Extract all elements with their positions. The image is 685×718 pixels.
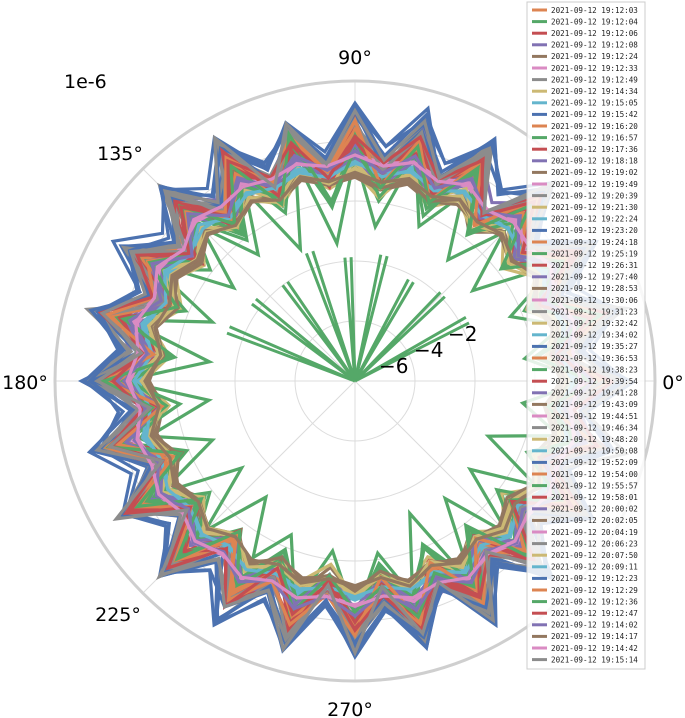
series-line [86,100,636,654]
angle-labels: 90° 135° 180° 225° 270° 0° [2,47,684,718]
legend: 2021-09-12 19:12:03 2021-09-12 19:12:04 20… [526,1,646,670]
legend-label: 2021-09-12 19:27:40 [551,273,638,282]
series-line [125,153,583,608]
legend-label: 2021-09-12 19:14:42 [551,644,638,653]
series-line [143,170,567,590]
angle-tick-90: 90° [338,47,372,69]
legend-label: 2021-09-12 19:26:31 [551,261,638,270]
legend-label: 2021-09-12 19:12:33 [551,64,638,73]
series-line [131,159,576,599]
legend-label: 2021-09-12 19:35:27 [551,342,638,351]
legend-label: 2021-09-12 19:58:01 [551,493,638,502]
legend-label: 2021-09-12 19:34:02 [551,331,638,340]
legend-label: 2021-09-12 19:55:57 [551,481,638,490]
legend-label: 2021-09-12 19:50:08 [551,447,638,456]
legend-label: 2021-09-12 19:46:34 [551,423,638,432]
legend-label: 2021-09-12 19:12:08 [551,41,638,50]
legend-label: 2021-09-12 19:14:17 [551,632,638,641]
legend-label: 2021-09-12 19:19:02 [551,168,638,177]
series-line [147,175,564,588]
legend-label: 2021-09-12 20:02:05 [551,516,638,525]
radial-labels: −6 −4 −2 [379,322,477,378]
legend-label: 2021-09-12 19:12:47 [551,609,638,618]
legend-label: 2021-09-12 19:21:30 [551,203,638,212]
legend-label: 2021-09-12 19:24:18 [551,238,638,247]
angle-tick-135: 135° [97,143,143,165]
legend-label: 2021-09-12 19:16:57 [551,133,638,142]
legend-label: 2021-09-12 20:09:11 [551,563,638,572]
legend-label: 2021-09-12 19:36:53 [551,354,638,363]
angle-tick-180: 180° [2,372,48,394]
series-line [122,148,595,619]
legend-label: 2021-09-12 19:32:42 [551,319,638,328]
series-layer [77,100,636,660]
legend-label: 2021-09-12 19:18:18 [551,157,638,166]
legend-label: 2021-09-12 19:22:24 [551,215,638,224]
radial-tick-neg4: −4 [414,338,443,362]
series-line [97,134,615,634]
legend-label: 2021-09-12 19:19:49 [551,180,638,189]
legend-label: 2021-09-12 19:25:19 [551,249,638,258]
angle-tick-270: 270° [327,699,373,718]
legend-label: 2021-09-12 19:15:42 [551,110,638,119]
legend-label: 2021-09-12 19:38:23 [551,365,638,374]
legend-label: 2021-09-12 19:48:20 [551,435,638,444]
legend-label: 2021-09-12 19:41:28 [551,389,638,398]
legend-label: 2021-09-12 19:15:14 [551,655,638,664]
legend-label: 2021-09-12 19:20:39 [551,191,638,200]
legend-label: 2021-09-12 19:16:20 [551,122,638,131]
legend-label: 2021-09-12 19:12:29 [551,586,638,595]
legend-label: 2021-09-12 19:12:36 [551,597,638,606]
angle-tick-225: 225° [95,604,141,626]
legend-label: 2021-09-12 19:39:54 [551,377,638,386]
legend-label: 2021-09-12 19:17:36 [551,145,638,154]
legend-label: 2021-09-12 19:12:49 [551,75,638,84]
legend-label: 2021-09-12 19:12:24 [551,52,638,61]
series-line [226,325,356,383]
outer-ring [53,79,657,683]
legend-label: 2021-09-12 19:12:04 [551,17,638,26]
legend-label: 2021-09-12 19:44:51 [551,412,638,421]
legend-label: 2021-09-12 20:04:19 [551,528,638,537]
legend-label: 2021-09-12 19:30:06 [551,296,638,305]
series-line [139,166,572,598]
series-line [82,101,621,652]
legend-label: 2021-09-12 20:00:02 [551,505,638,514]
legend-label: 2021-09-12 19:12:03 [551,6,638,15]
legend-label: 2021-09-12 19:43:09 [551,400,638,409]
angle-tick-0: 0° [662,372,684,394]
series-line [100,129,605,620]
legend-label: 2021-09-12 19:14:02 [551,621,638,630]
legend-label: 2021-09-12 19:23:20 [551,226,638,235]
legend-label: 2021-09-12 20:06:23 [551,539,638,548]
scale-label: 1e-6 [64,71,107,93]
legend-label: 2021-09-12 19:28:53 [551,284,638,293]
legend-label: 2021-09-12 19:14:34 [551,87,638,96]
legend-label: 2021-09-12 19:12:06 [551,29,638,38]
legend-label: 2021-09-12 19:54:00 [551,470,638,479]
series-line [93,107,632,657]
radial-tick-neg6: −6 [379,354,408,378]
legend-label: 2021-09-12 19:31:23 [551,307,638,316]
radial-tick-neg2: −2 [448,322,477,346]
legend-label: 2021-09-12 19:52:09 [551,458,638,467]
legend-label: 2021-09-12 19:15:05 [551,99,638,108]
legend-label: 2021-09-12 20:07:50 [551,551,638,560]
legend-label: 2021-09-12 19:12:23 [551,574,638,583]
